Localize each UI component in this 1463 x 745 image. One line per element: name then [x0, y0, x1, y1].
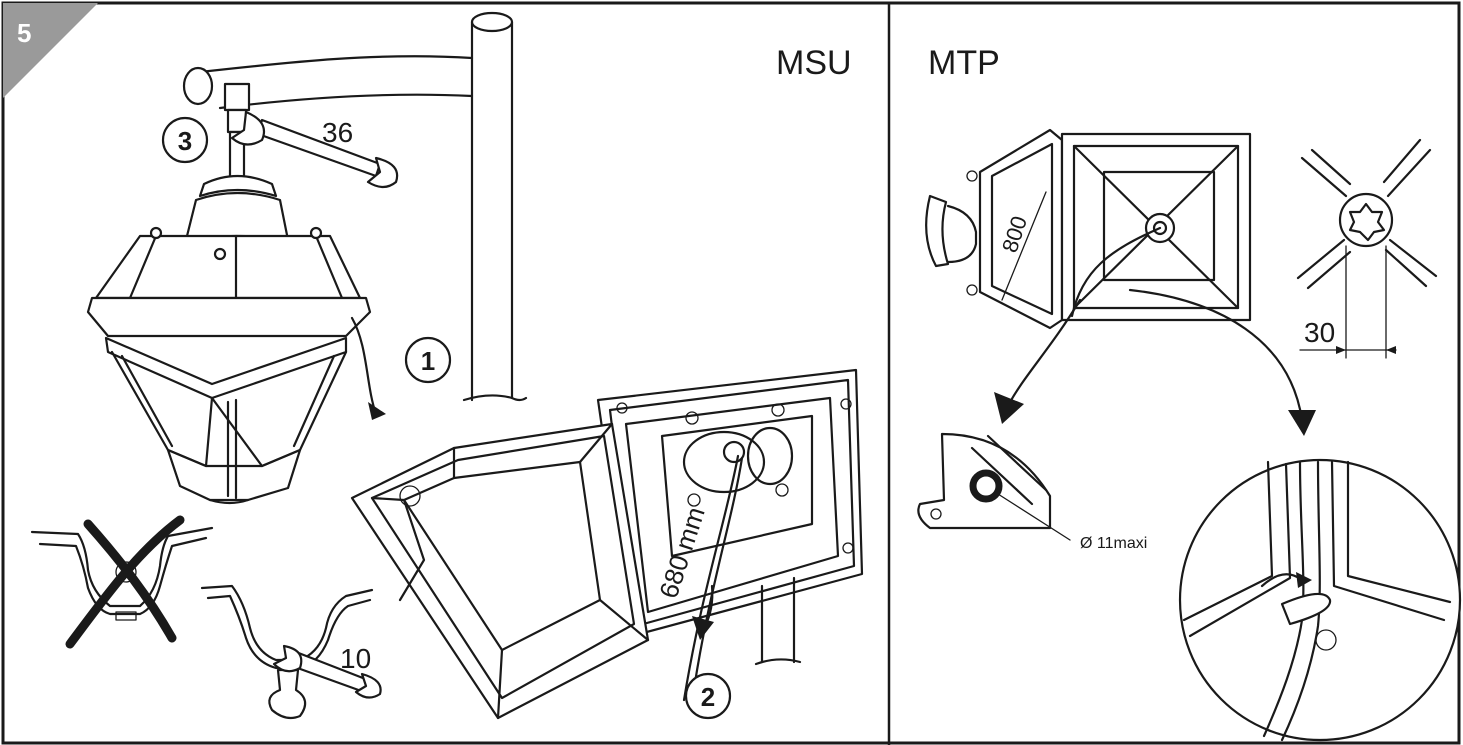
- step-circle-2: [684, 672, 732, 720]
- wrench-size-36: 36: [322, 117, 353, 148]
- lantern-top-view: [925, 128, 1252, 330]
- wrench-size-10: 10: [340, 643, 371, 674]
- hole-diameter-label: Ø 11maxi: [1080, 535, 1147, 552]
- open-lantern-door: [350, 422, 650, 720]
- callout-arrow-right: [1128, 288, 1304, 422]
- step-badge: 5: [3, 3, 98, 98]
- step-badge-number: 5: [17, 18, 31, 48]
- callout-arrowhead-right: [1288, 410, 1316, 436]
- step-number-1: 1: [421, 346, 435, 376]
- lantern-lower: [110, 350, 348, 505]
- dimension-line-800: [1001, 191, 1047, 301]
- cable: [682, 454, 740, 702]
- wrench-10: [272, 644, 382, 699]
- incorrect-bracket: [30, 526, 214, 621]
- rotation-arrow-1: [350, 316, 378, 416]
- cable-inner: [690, 456, 744, 704]
- mounting-key-detail: [1296, 138, 1438, 359]
- callout-arrowhead-left: [994, 392, 1024, 424]
- rotation-arrowhead-1: [368, 402, 386, 420]
- step-circle-1: [404, 336, 452, 384]
- wrench-36: [230, 110, 399, 189]
- step-circle-3: [161, 116, 209, 164]
- pole-arm: [182, 11, 528, 402]
- dimension-30: 30: [1304, 317, 1335, 348]
- hole-detail: [917, 432, 1071, 541]
- support-post: [754, 576, 802, 666]
- panel-title-msu: MSU: [776, 44, 852, 82]
- step-number-2: 2: [701, 682, 715, 712]
- magnified-cable-detail: [1178, 458, 1462, 742]
- step-number-3: 3: [178, 126, 192, 156]
- panel-title-mtp: MTP: [928, 44, 1000, 82]
- cross-out-icon: [65, 515, 185, 649]
- lantern-upper: [86, 130, 372, 400]
- pull-arrowhead: [692, 616, 714, 640]
- cable-top-view: [1070, 226, 1162, 318]
